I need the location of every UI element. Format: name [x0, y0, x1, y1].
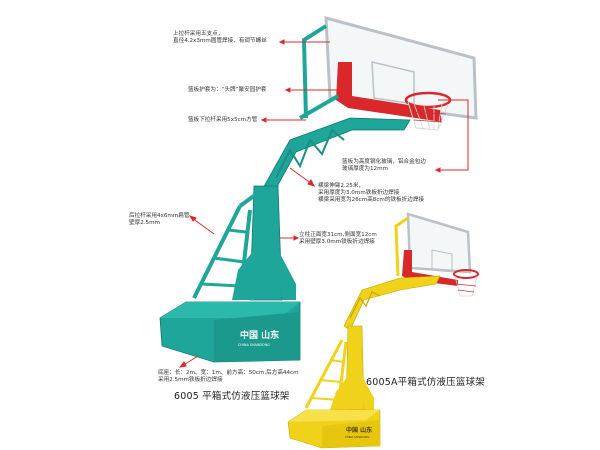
svg-text:中国 山东: 中国 山东: [346, 426, 372, 434]
annotation-lower-arm: 篮板下拉杆采用5x5cm方管: [188, 117, 258, 123]
annotation-column: 立柱正面宽31cm,侧面宽12cm 采用壁厚3.0mm铁板折边焊接: [299, 232, 377, 245]
annotation-backboard: 篮板为高度钢化玻璃，铝合金包边 玻璃厚度为12mm: [342, 159, 426, 172]
yellow-stand-drawing: [287, 212, 479, 449]
annotation-pad: 篮板护套为：“头牌”聚安园护套: [188, 87, 267, 93]
annotation-beam: 横梁伸臂2.25米， 采用厚度为3.0mm铁板折边焊接 横梁采用宽为26cm高8…: [318, 183, 425, 203]
model-title-6005: 6005 平箱式仿液压篮球架: [174, 391, 290, 402]
yellow-base-logo: 中国 山东 CHINA SHANDONG: [345, 426, 372, 439]
teal-base-logo: 中国 山东 CHINA SHANDONG: [238, 329, 279, 347]
svg-text:中国 山东: 中国 山东: [240, 329, 279, 341]
annotation-arrows: [178, 39, 469, 368]
svg-text:CHINA SHANDONG: CHINA SHANDONG: [345, 435, 369, 439]
annotation-upper-arm: 上拉杆采用五支点， 直径4.2x3mm圆管焊接，有调节螺丝: [173, 31, 267, 44]
svg-text:CHINA SHANDONG: CHINA SHANDONG: [238, 343, 270, 347]
teal-stand-drawing: [159, 16, 478, 363]
model-title-6005a: 6005A平箱式仿液压篮球架: [366, 377, 485, 388]
annotation-base: 底座：长：2m、宽：1m、前方高：50cm,后方高44cm 采用2.5mm铁板折…: [158, 370, 299, 383]
annotation-rear-rod: 后拉杆采用4x6mm扁管 壁厚2.5mm: [129, 213, 190, 226]
